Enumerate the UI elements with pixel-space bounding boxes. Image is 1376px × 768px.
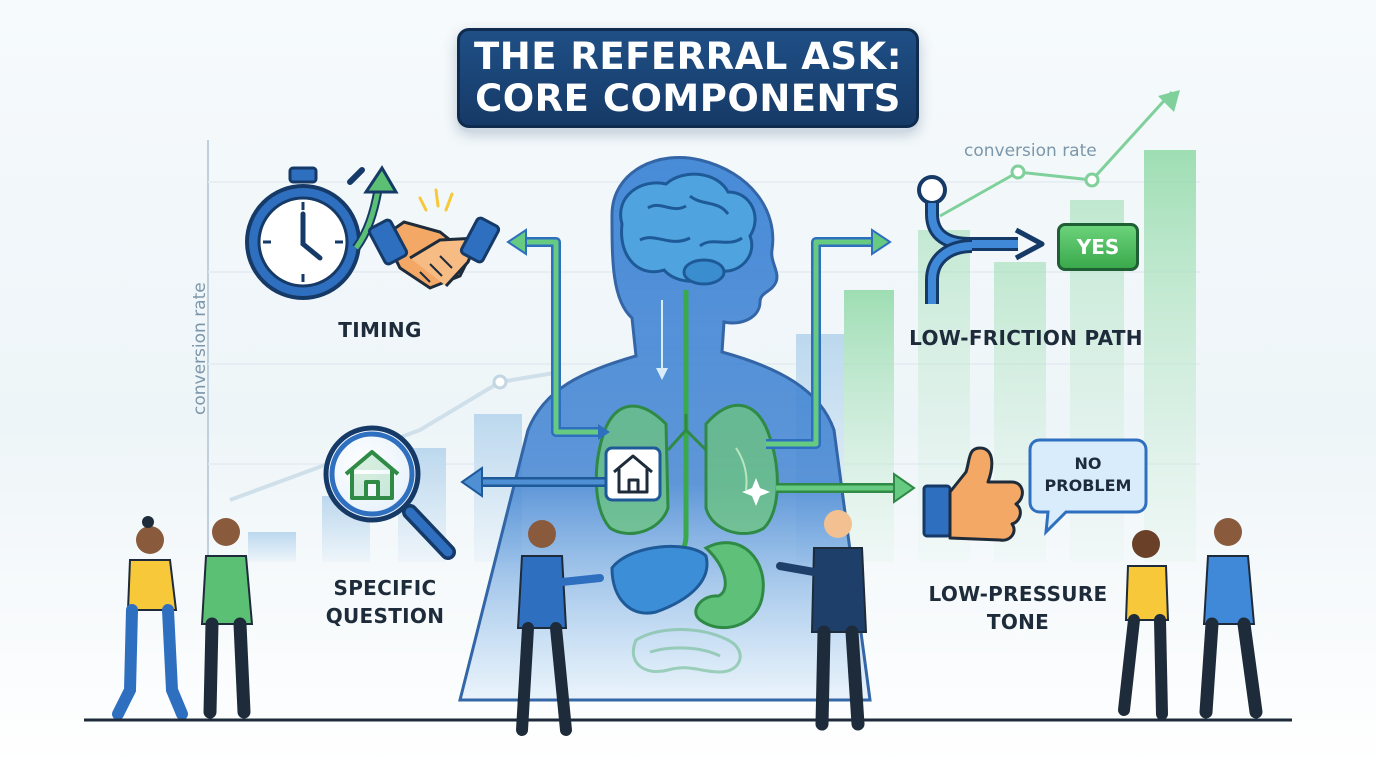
title-banner: THE REFERRAL ASK: CORE COMPONENTS xyxy=(457,28,919,128)
label-low-friction-path: LOW-FRICTION PATH xyxy=(909,326,1143,350)
intestine-icon xyxy=(631,628,742,674)
title-line-1: THE REFERRAL ASK: xyxy=(473,35,902,78)
bubble-line-1: NO xyxy=(1074,454,1102,473)
label-specific-question: SPECIFIC QUESTION xyxy=(300,574,470,630)
trend-line xyxy=(939,90,1174,218)
branch-path-icon xyxy=(917,175,1045,304)
label-specific-question-line2: QUESTION xyxy=(325,604,445,628)
people-right xyxy=(1118,518,1263,720)
no-problem-bubble-text: NO PROBLEM xyxy=(1032,440,1144,510)
title-line-2: CORE COMPONENTS xyxy=(475,77,901,120)
thumbs-up-icon xyxy=(922,446,1024,542)
top-axis-label: conversion rate xyxy=(964,141,1097,161)
label-low-pressure-tone-line2: TONE xyxy=(986,610,1050,634)
bubble-line-2: PROBLEM xyxy=(1044,476,1132,495)
label-low-pressure-tone: LOW-PRESSURE TONE xyxy=(920,580,1116,636)
liver-icon xyxy=(610,544,709,615)
handshake-icon xyxy=(367,188,501,290)
magnifier-house-icon xyxy=(323,425,456,560)
speech-bubble-icon xyxy=(1028,438,1148,537)
connector-arrows xyxy=(460,228,916,504)
people-left xyxy=(112,516,254,720)
vertical-axis-label: conversion rate xyxy=(190,282,210,415)
chart-bar xyxy=(1144,150,1196,562)
label-timing: TIMING xyxy=(338,318,422,342)
label-specific-question-line1: SPECIFIC xyxy=(333,576,437,600)
house-icon xyxy=(604,446,662,502)
people-center xyxy=(516,510,868,736)
chart-bar xyxy=(844,290,894,562)
chart-bar xyxy=(248,532,296,562)
yes-button: YES xyxy=(1057,223,1139,271)
stopwatch-icon xyxy=(245,165,399,300)
stomach-icon xyxy=(694,541,765,630)
label-low-pressure-tone-line1: LOW-PRESSURE xyxy=(928,582,1108,606)
brain-icon xyxy=(619,172,757,286)
